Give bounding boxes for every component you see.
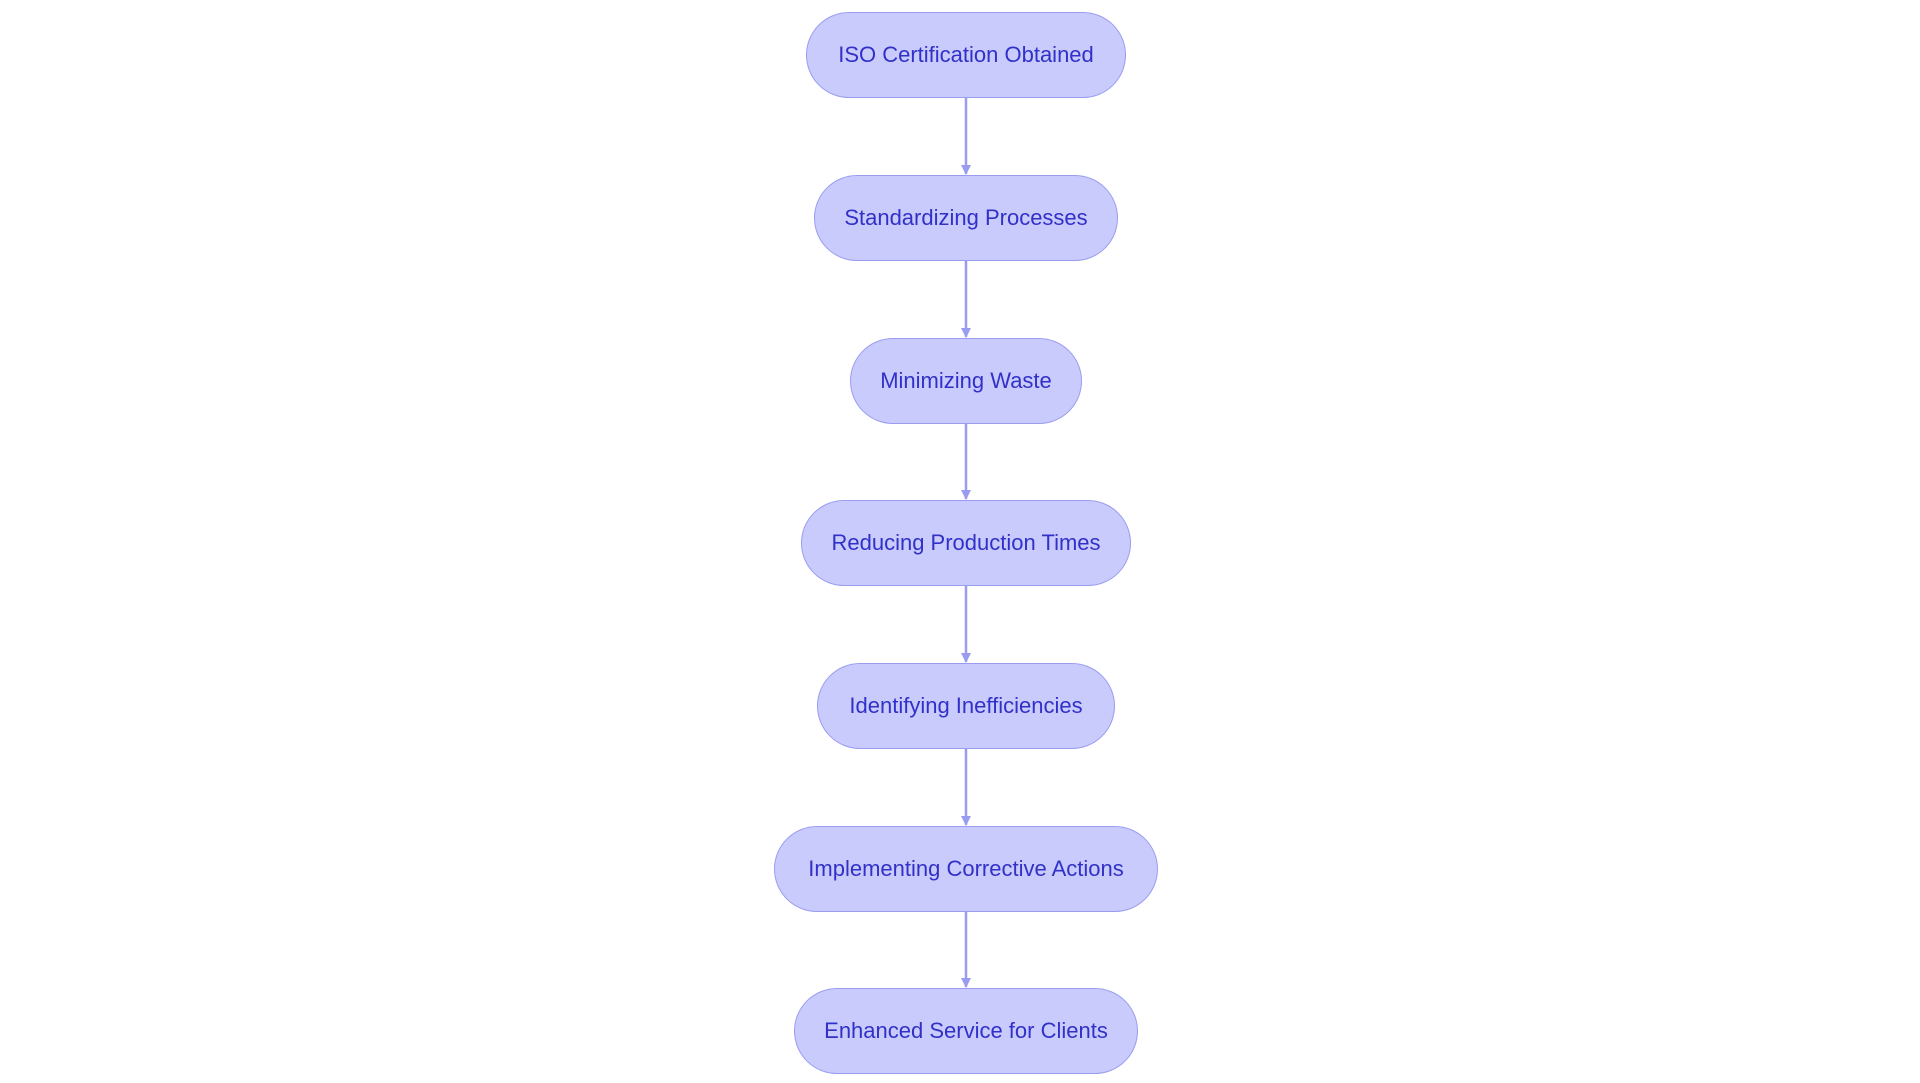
- node-enhanced-service-for-clients: Enhanced Service for Clients: [794, 988, 1138, 1074]
- node-iso-certification-obtained: ISO Certification Obtained: [806, 12, 1126, 98]
- node-reducing-production-times: Reducing Production Times: [801, 500, 1131, 586]
- node-label: Identifying Inefficiencies: [849, 693, 1083, 718]
- node-implementing-corrective-actions: Implementing Corrective Actions: [774, 826, 1158, 912]
- node-standardizing-processes: Standardizing Processes: [814, 175, 1118, 261]
- node-label: Minimizing Waste: [880, 368, 1052, 393]
- node-label: Enhanced Service for Clients: [824, 1018, 1108, 1043]
- node-label: ISO Certification Obtained: [838, 42, 1094, 67]
- node-label: Implementing Corrective Actions: [808, 856, 1124, 881]
- node-minimizing-waste: Minimizing Waste: [850, 338, 1082, 424]
- node-label: Reducing Production Times: [831, 530, 1101, 555]
- node-label: Standardizing Processes: [844, 205, 1088, 230]
- node-identifying-inefficiencies: Identifying Inefficiencies: [817, 663, 1115, 749]
